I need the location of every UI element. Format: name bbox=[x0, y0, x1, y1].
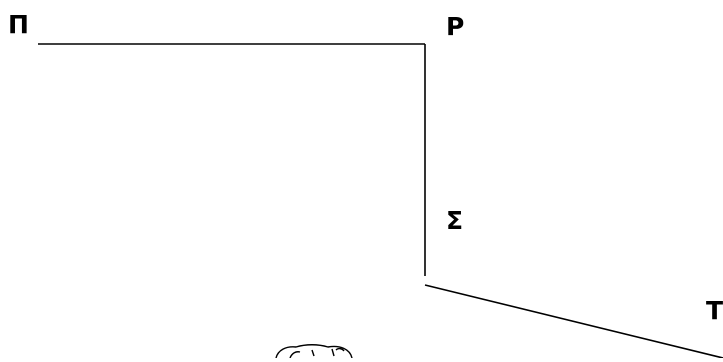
point-label-pi: Π bbox=[8, 10, 29, 39]
segment-to-tau bbox=[424, 284, 723, 359]
cartoon-head-icon bbox=[275, 344, 353, 359]
point-label-tau: Τ bbox=[706, 296, 723, 325]
point-label-rho: Ρ bbox=[446, 12, 465, 41]
point-label-sigma: Σ bbox=[446, 206, 464, 235]
